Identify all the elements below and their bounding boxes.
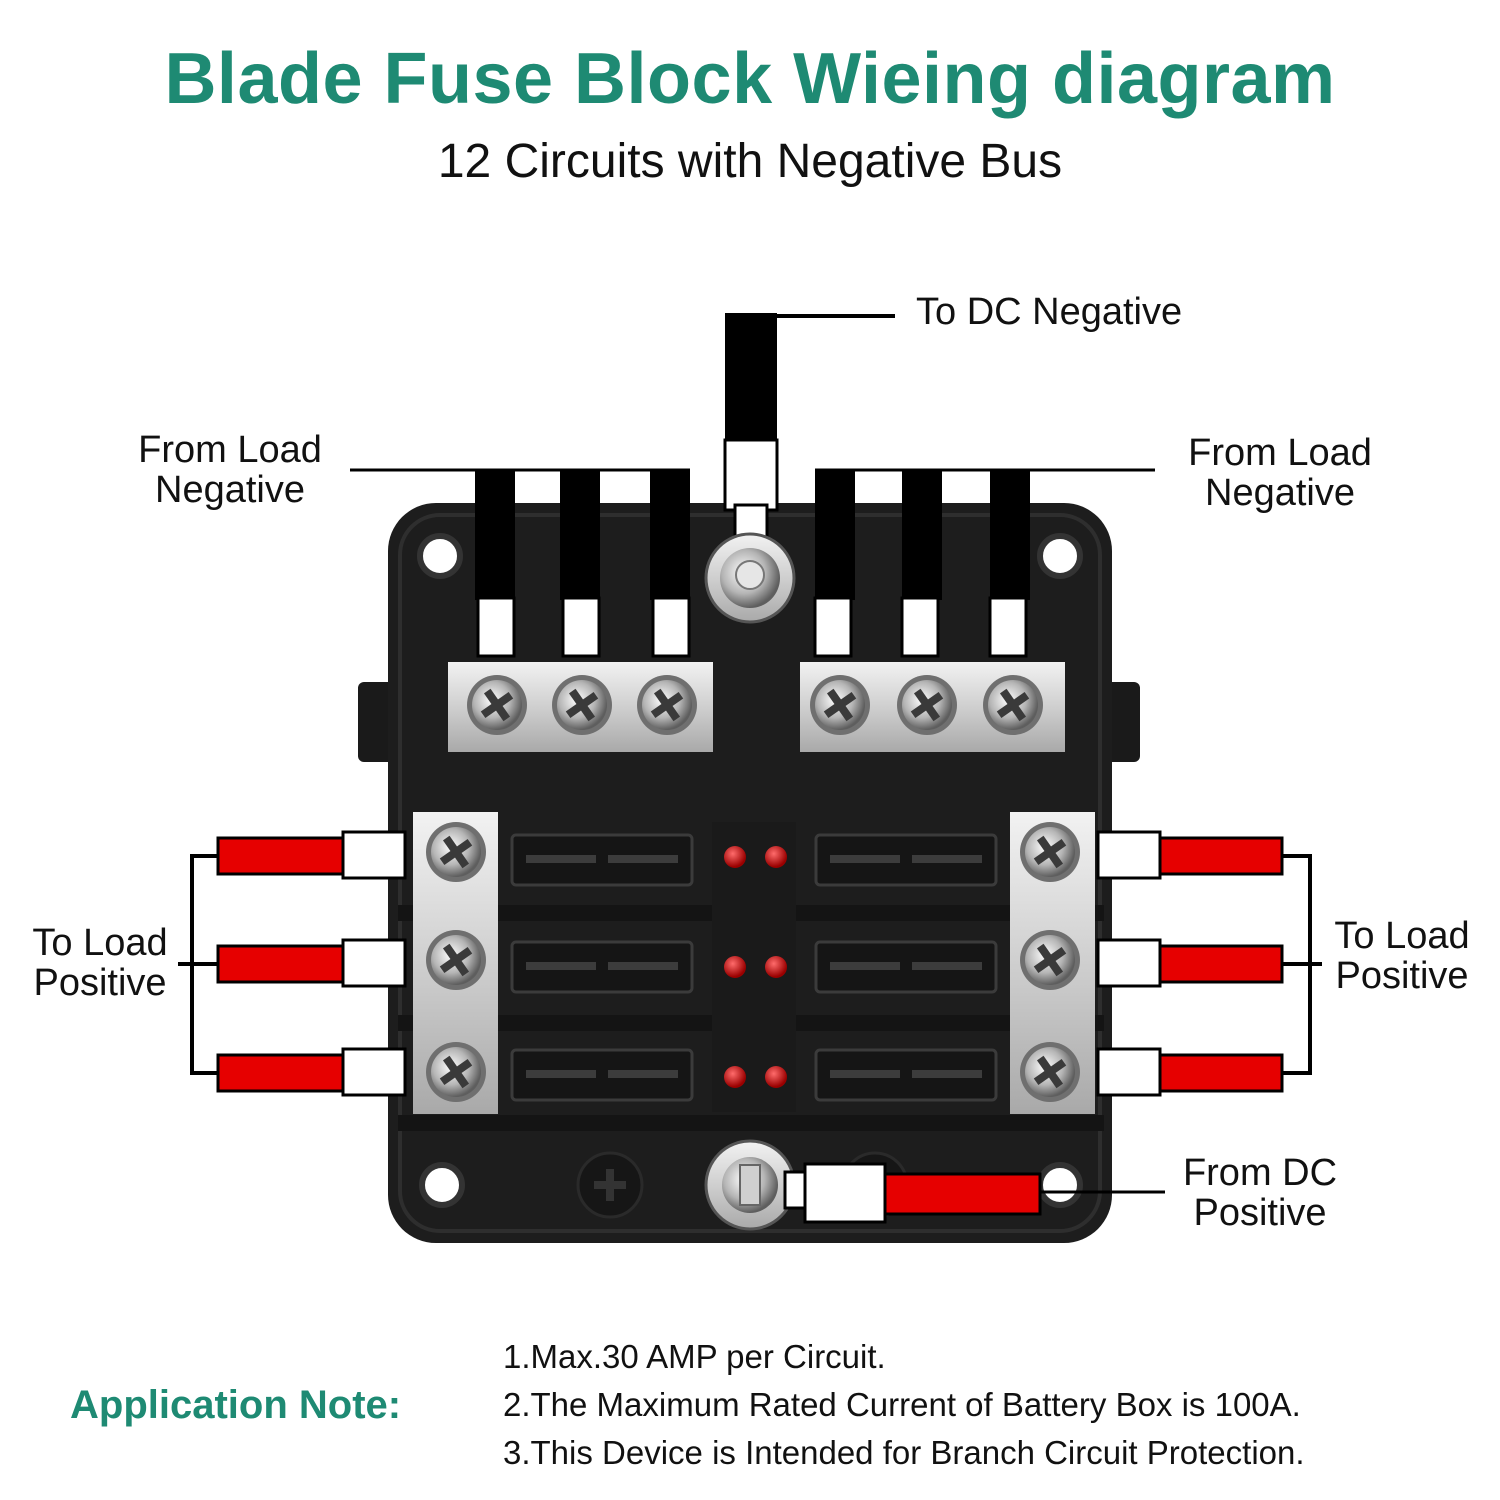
- mounting-hole-top-left: [417, 533, 463, 579]
- red-wires-left: [178, 830, 407, 1097]
- positive-terminals-right: [1010, 812, 1095, 1114]
- negative-bus-left: [448, 662, 713, 752]
- label-line: Negative: [155, 469, 305, 511]
- mounting-hole-top-right: [1037, 533, 1083, 579]
- application-note-heading: Application Note:: [70, 1383, 402, 1427]
- application-note-item: 3.This Device is Intended for Branch Cir…: [503, 1434, 1305, 1471]
- negative-bus-right: [800, 662, 1065, 752]
- label-from-dc-positive: From DC Positive: [1160, 1153, 1360, 1233]
- label-line: To Load: [1334, 915, 1470, 957]
- application-note-item: 1.Max.30 AMP per Circuit.: [503, 1338, 886, 1375]
- label-from-load-negative-left: From Load Negative: [110, 430, 350, 510]
- diagram-subtitle: 12 Circuits with Negative Bus: [437, 135, 1063, 188]
- label-to-load-positive-left: To Load Positive: [10, 923, 190, 1003]
- label-to-dc-negative: To DC Negative: [916, 291, 1183, 333]
- led-indicator: [724, 956, 746, 978]
- label-line: To Load: [32, 922, 168, 964]
- label-line: Positive: [1335, 955, 1469, 997]
- red-wires-right: [1096, 830, 1322, 1097]
- led-indicator: [724, 1066, 746, 1088]
- positive-terminals-left: [413, 812, 498, 1114]
- led-indicators: [712, 822, 796, 1112]
- negative-load-wires: [475, 470, 1030, 658]
- label-line: Negative: [1205, 472, 1355, 514]
- label-to-load-positive-right: To Load Positive: [1312, 916, 1492, 996]
- dc-negative-wire: [704, 313, 895, 624]
- application-note-item: 2.The Maximum Rated Current of Battery B…: [503, 1386, 1301, 1423]
- label-line: From DC: [1182, 1152, 1338, 1194]
- label-line: Positive: [1193, 1192, 1327, 1234]
- label-line: Positive: [33, 962, 167, 1004]
- led-indicator: [765, 1066, 787, 1088]
- label-from-load-negative-right: From Load Negative: [1160, 433, 1400, 513]
- led-indicator: [765, 956, 787, 978]
- mounting-hole-bottom-right: [1037, 1162, 1083, 1208]
- dc-positive-wire: [704, 1139, 1165, 1231]
- led-indicator: [765, 846, 787, 868]
- mounting-hole-bottom-left: [419, 1162, 465, 1208]
- label-line: From Load: [138, 429, 322, 471]
- label-line: From Load: [1188, 432, 1372, 474]
- led-indicator: [724, 846, 746, 868]
- diagram-title: Blade Fuse Block Wieing diagram: [164, 39, 1336, 119]
